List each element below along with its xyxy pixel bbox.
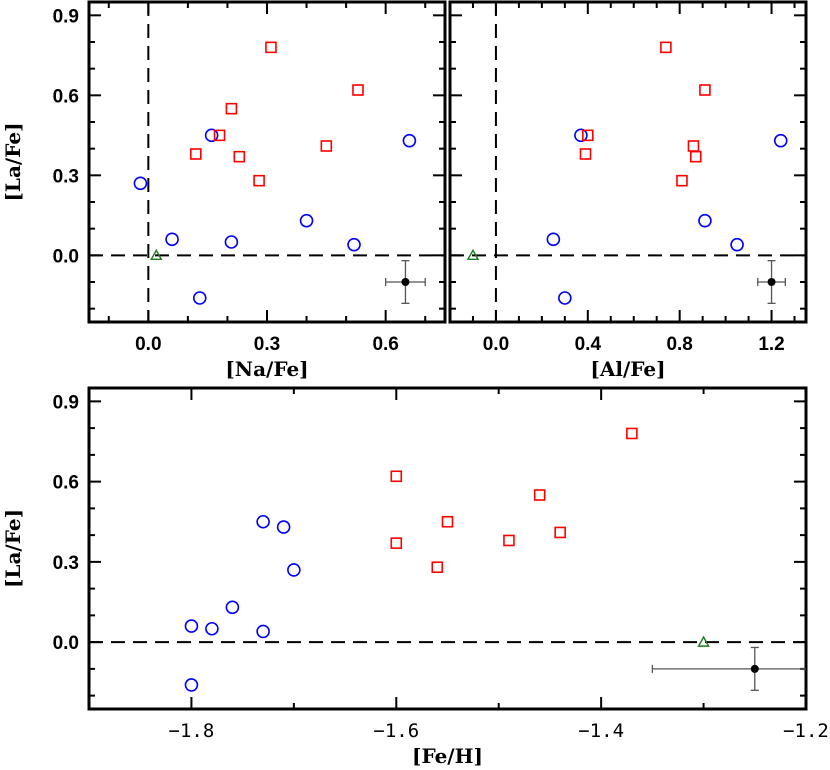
x-tick-label: 0.6 [372, 334, 398, 355]
y-tick-label: 0.9 [53, 392, 79, 413]
square-marker [626, 427, 638, 440]
triangle-marker [466, 248, 480, 261]
x-axis-label: [Al/Fe] [590, 357, 665, 381]
square-marker [699, 84, 711, 96]
circle-marker [276, 520, 291, 534]
square-marker [253, 174, 265, 187]
plot-frame [87, 386, 808, 711]
panel-al-fe: 0.0 0.4 0.8 1.2 [Al/Fe] [448, 0, 808, 381]
square-marker [190, 148, 202, 160]
error-point [401, 278, 410, 286]
square-marker [582, 129, 594, 142]
circle-marker [287, 563, 301, 577]
x-tick-label: 0.0 [135, 334, 161, 355]
x-tick-label: −1.6 [373, 720, 419, 742]
square-marker [390, 537, 403, 549]
reference-lines [89, 2, 445, 322]
square-marker [533, 489, 546, 501]
x-axis-label: [Na/Fe] [225, 357, 308, 381]
circle-marker [574, 128, 588, 143]
circle-marker [558, 291, 572, 305]
square-marker [554, 526, 566, 539]
circle-marker [402, 133, 417, 148]
y-tick-label: 0.6 [53, 86, 79, 107]
square-marker [233, 150, 246, 163]
panel-na-fe: 0.0 0.3 0.6 0.0 0.3 0.6 0.9 [La/Fe] [Na/Fe] [1, 0, 447, 381]
x-tick-label: −1.4 [578, 720, 624, 742]
square-marker [390, 470, 403, 483]
error-point [767, 278, 776, 286]
y-tick-label: 0.3 [53, 553, 79, 574]
error-bar [757, 260, 786, 304]
square-marker [225, 102, 238, 115]
circle-marker [184, 619, 199, 633]
circle-marker [256, 514, 270, 529]
circle-marker [184, 678, 199, 692]
circle-marker [730, 237, 744, 252]
circle-marker [698, 213, 712, 228]
y-axis-label: [La/Fe] [1, 509, 25, 588]
x-tick-label: 0.3 [254, 334, 280, 355]
y-tick-label: 0.6 [53, 473, 79, 494]
circle-marker [204, 128, 219, 143]
panel-fe-h: −1.8 −1.6 −1.4 −1.2 0.0 0.3 0.6 0.9 [La/Fe] [Fe/H… [1, 386, 829, 768]
data-points [466, 41, 788, 305]
reference-lines [450, 2, 806, 322]
y-tick-label: 0.3 [53, 166, 79, 187]
x-axis-label: [Fe/H] [412, 744, 483, 768]
circle-marker [205, 621, 219, 636]
circle-marker [133, 176, 148, 191]
circle-marker [773, 133, 788, 148]
circle-marker [347, 237, 361, 252]
square-marker [660, 41, 672, 54]
triangle-marker [697, 635, 710, 647]
y-tick-label: 0.0 [53, 633, 79, 654]
y-tick-label: 0.0 [53, 246, 79, 267]
circle-marker [192, 291, 207, 305]
error-bar [651, 646, 806, 691]
x-tick-label: 0.8 [666, 334, 692, 355]
square-marker [265, 41, 277, 54]
square-marker [687, 140, 700, 152]
circle-marker [546, 232, 561, 247]
circle-marker [225, 600, 240, 615]
square-marker [213, 129, 226, 142]
plot-frame [87, 0, 447, 324]
square-marker [676, 174, 688, 187]
data-points [133, 41, 417, 305]
y-axis-label: [La/Fe] [1, 122, 25, 201]
x-tick-label: −1.8 [169, 720, 215, 742]
axis-ticks [89, 2, 445, 322]
error-bar [385, 260, 426, 304]
square-marker [503, 534, 515, 547]
data-points [184, 427, 710, 692]
circle-marker [224, 235, 239, 249]
axis-ticks [449, 2, 806, 322]
square-marker [431, 561, 444, 574]
x-tick-label: −1.2 [783, 720, 829, 742]
triangle-marker [150, 248, 163, 261]
circle-marker [256, 624, 270, 639]
x-tick-label: 0.0 [483, 334, 509, 355]
circle-marker [299, 213, 314, 228]
y-tick-label: 0.9 [53, 6, 79, 27]
square-marker [441, 515, 454, 528]
plot-frame [448, 0, 808, 324]
square-marker [689, 150, 702, 163]
axis-ticks [88, 388, 807, 709]
square-marker [320, 140, 333, 152]
error-point [750, 664, 759, 673]
x-tick-label: 0.4 [575, 334, 602, 355]
circle-marker [165, 232, 179, 247]
square-marker [352, 84, 364, 96]
square-marker [579, 148, 592, 160]
x-tick-label: 1.2 [758, 334, 784, 355]
